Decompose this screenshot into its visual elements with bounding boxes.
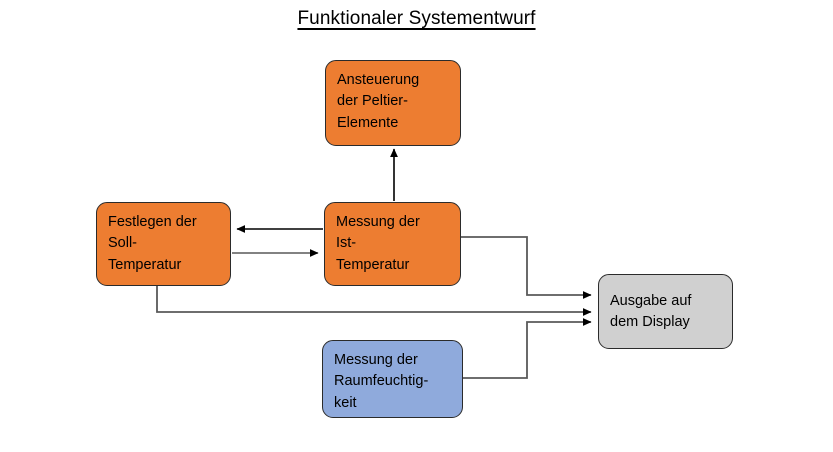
node-ansteuerung-peltier-elemente[interactable]: Ansteuerung der Peltier- Elemente xyxy=(325,60,461,146)
node-ausgabe-auf-dem-display[interactable]: Ausgabe auf dem Display xyxy=(598,274,733,349)
page-title: Funktionaler Systementwurf xyxy=(0,8,833,30)
page-title-text: Funktionaler Systementwurf xyxy=(297,8,536,29)
connector-ist-to-display xyxy=(461,236,592,299)
connector-feuchte-to-display xyxy=(463,318,592,379)
node-festlegen-soll-temperatur[interactable]: Festlegen der Soll- Temperatur xyxy=(96,202,231,286)
node-messung-ist-temperatur[interactable]: Messung der Ist- Temperatur xyxy=(324,202,461,286)
connector-soll-to-display xyxy=(156,286,592,316)
node-messung-raumfeuchtigkeit[interactable]: Messung der Raumfeuchtig- keit xyxy=(322,340,463,418)
